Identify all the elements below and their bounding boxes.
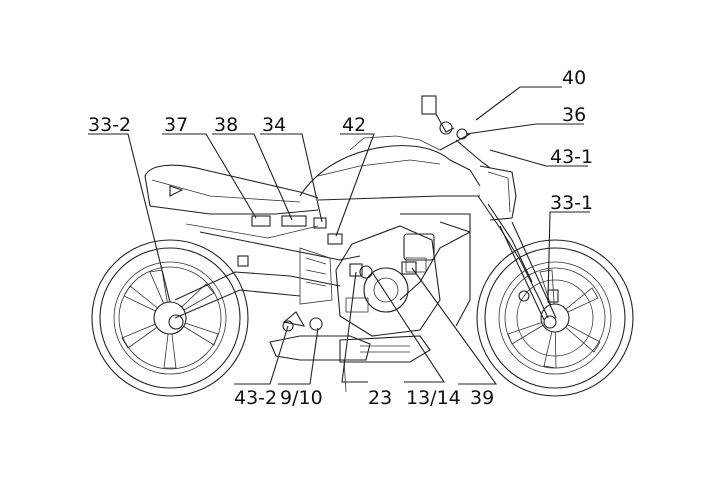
- front-fork: [421, 95, 557, 321]
- engine: [299, 225, 441, 337]
- callout-42: 42: [342, 114, 366, 136]
- exhaust: [269, 311, 431, 393]
- callout-43-1: 43-1: [550, 146, 593, 168]
- callout-43-2: 43-2: [234, 387, 277, 409]
- callout-38: 38: [214, 114, 238, 136]
- fuel-tank: [299, 135, 517, 221]
- frame: [174, 195, 549, 327]
- callout-23: 23: [368, 387, 392, 409]
- callout-37: 37: [164, 114, 188, 136]
- callout-40: 40: [562, 67, 586, 89]
- callout-33-2: 33-2: [88, 114, 131, 136]
- seat-and-tail: [144, 164, 319, 215]
- callout-36: 36: [562, 104, 586, 126]
- callout-34: 34: [262, 114, 286, 136]
- callout-9-10: 9/10: [280, 387, 323, 409]
- callout-33-1: 33-1: [550, 192, 593, 214]
- leader-lines: [88, 86, 590, 385]
- front-wheel: [476, 239, 634, 397]
- rear-wheel: [91, 239, 249, 397]
- callout-13-14: 13/14: [406, 387, 461, 409]
- components: [237, 215, 559, 332]
- callout-39: 39: [470, 387, 494, 409]
